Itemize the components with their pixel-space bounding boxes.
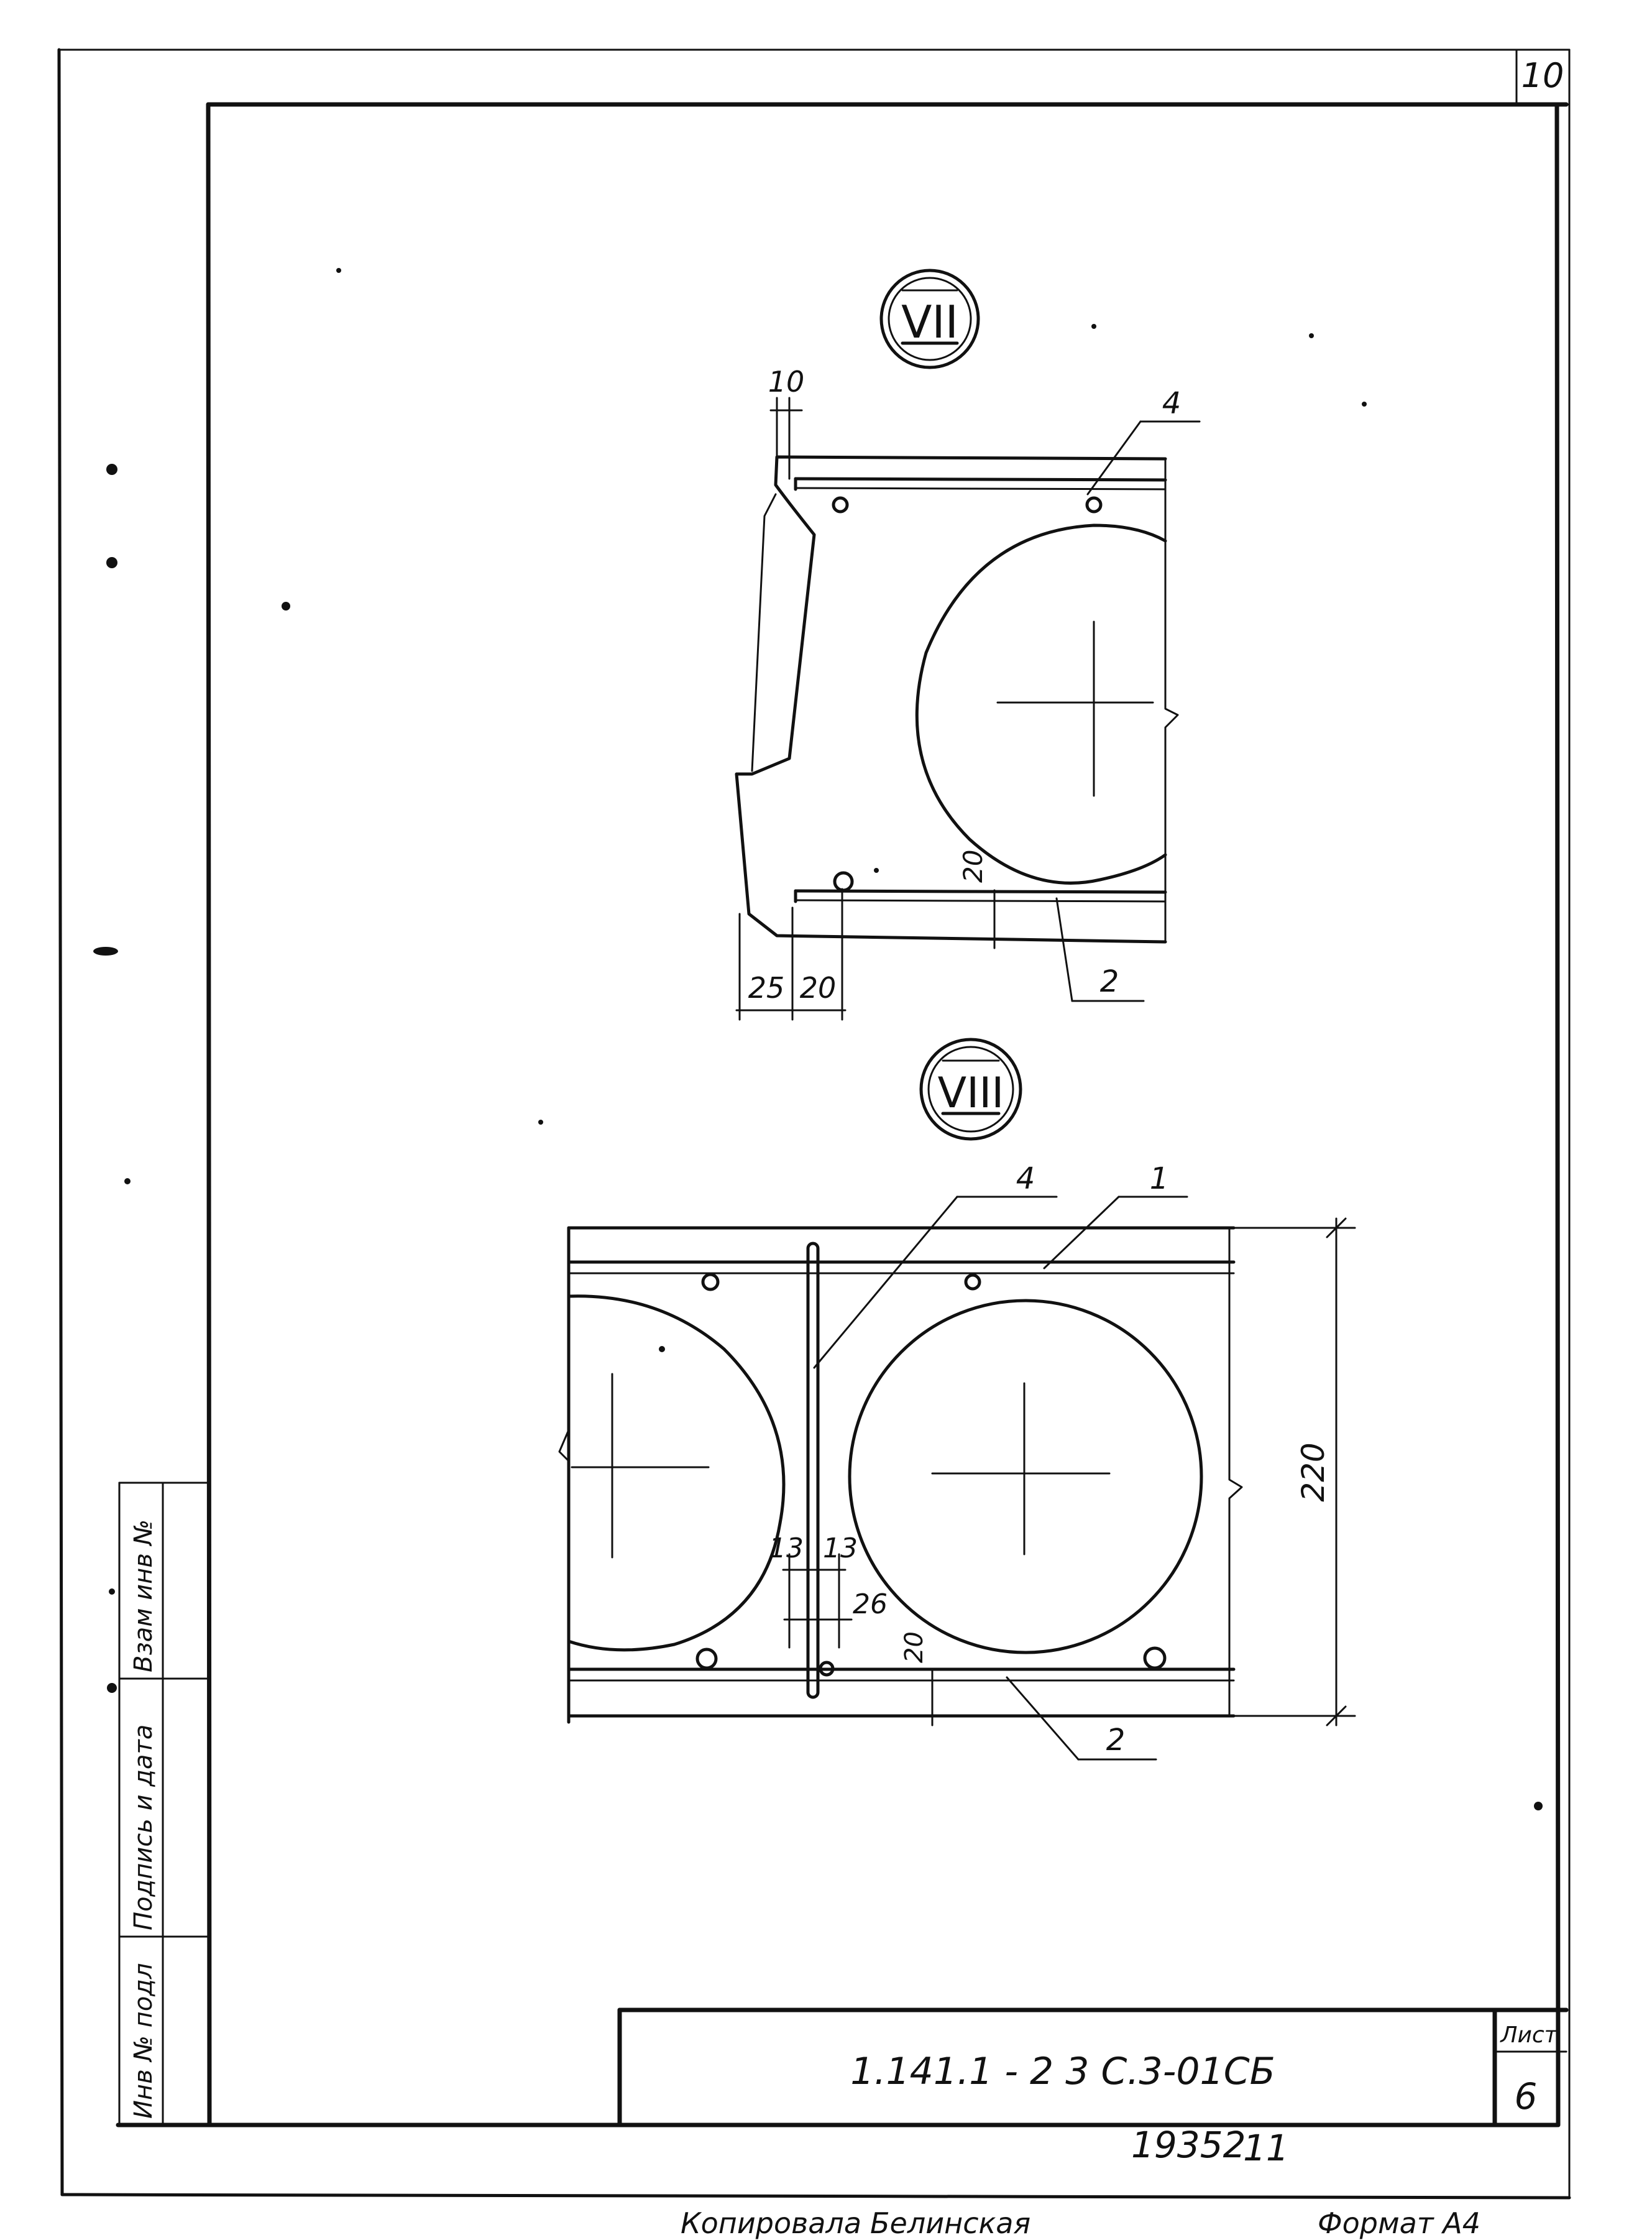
detail-viii-dim-cover: 20	[900, 1631, 929, 1663]
footer: 19352 11 Копировала Белинская Формат А4	[681, 2124, 1480, 2240]
detail-viii-dim-total: 26	[853, 1588, 888, 1620]
detail-vii-label: VII	[901, 296, 958, 348]
copy-number: 11	[1243, 2127, 1289, 2169]
scan-speckles	[93, 268, 1543, 1810]
corner-number-box: 10	[1515, 48, 1571, 106]
archive-number: 19352	[1131, 2124, 1246, 2166]
detail-vii: VII 4 2 10	[735, 269, 1201, 1021]
stamp-original-inventory: Инв № подл	[129, 1963, 158, 2119]
inner-frame	[116, 102, 1569, 2127]
stamp-signature-date: Подпись и дата	[129, 1725, 158, 1930]
detail-vii-dim-hole-offset: 20	[800, 971, 837, 1005]
title-block: 1.141.1 - 2 3 С.3-01СБ Лист 6	[617, 2007, 1569, 2127]
detail-viii-marker: VIII	[919, 1038, 1022, 1141]
detail-vii-dim-edge-left: 25	[748, 971, 785, 1005]
stamp-replacement-inventory: Взам инв №	[129, 1519, 158, 1672]
detail-vii-callout-4: 4	[1162, 386, 1182, 421]
side-stamp: Взам инв № Подпись и дата Инв № подл	[118, 1482, 211, 2126]
detail-viii-callout-1: 1	[1150, 1161, 1169, 1196]
detail-viii-callout-4: 4	[1016, 1161, 1035, 1196]
copied-by: Копировала	[681, 2206, 861, 2240]
detail-vii-dim-cover: 20	[958, 850, 988, 883]
document-code: 1.141.1 - 2 3 С.3-01СБ	[850, 2050, 1275, 2093]
detail-vii-callout-2: 2	[1100, 964, 1119, 999]
detail-viii: VIII 4 1	[558, 1038, 1356, 1761]
sheet-label: Лист	[1499, 2022, 1558, 2048]
outer-frame	[57, 48, 1571, 2200]
detail-vii-marker: VII	[879, 269, 980, 369]
sheet-number: 6	[1515, 2075, 1538, 2118]
copier-name: Белинская	[870, 2206, 1030, 2240]
detail-viii-dim-height: 220	[1295, 1442, 1331, 1501]
format-label: Формат А4	[1318, 2206, 1480, 2240]
detail-viii-callout-2: 2	[1106, 1723, 1126, 1758]
detail-viii-label: VIII	[938, 1069, 1004, 1118]
detail-viii-dim-left-half: 13	[769, 1533, 804, 1564]
corner-sheet-number: 10	[1521, 56, 1564, 95]
detail-vii-dim-gap-top: 10	[768, 365, 805, 399]
detail-viii-dim-right-half: 13	[823, 1533, 858, 1564]
